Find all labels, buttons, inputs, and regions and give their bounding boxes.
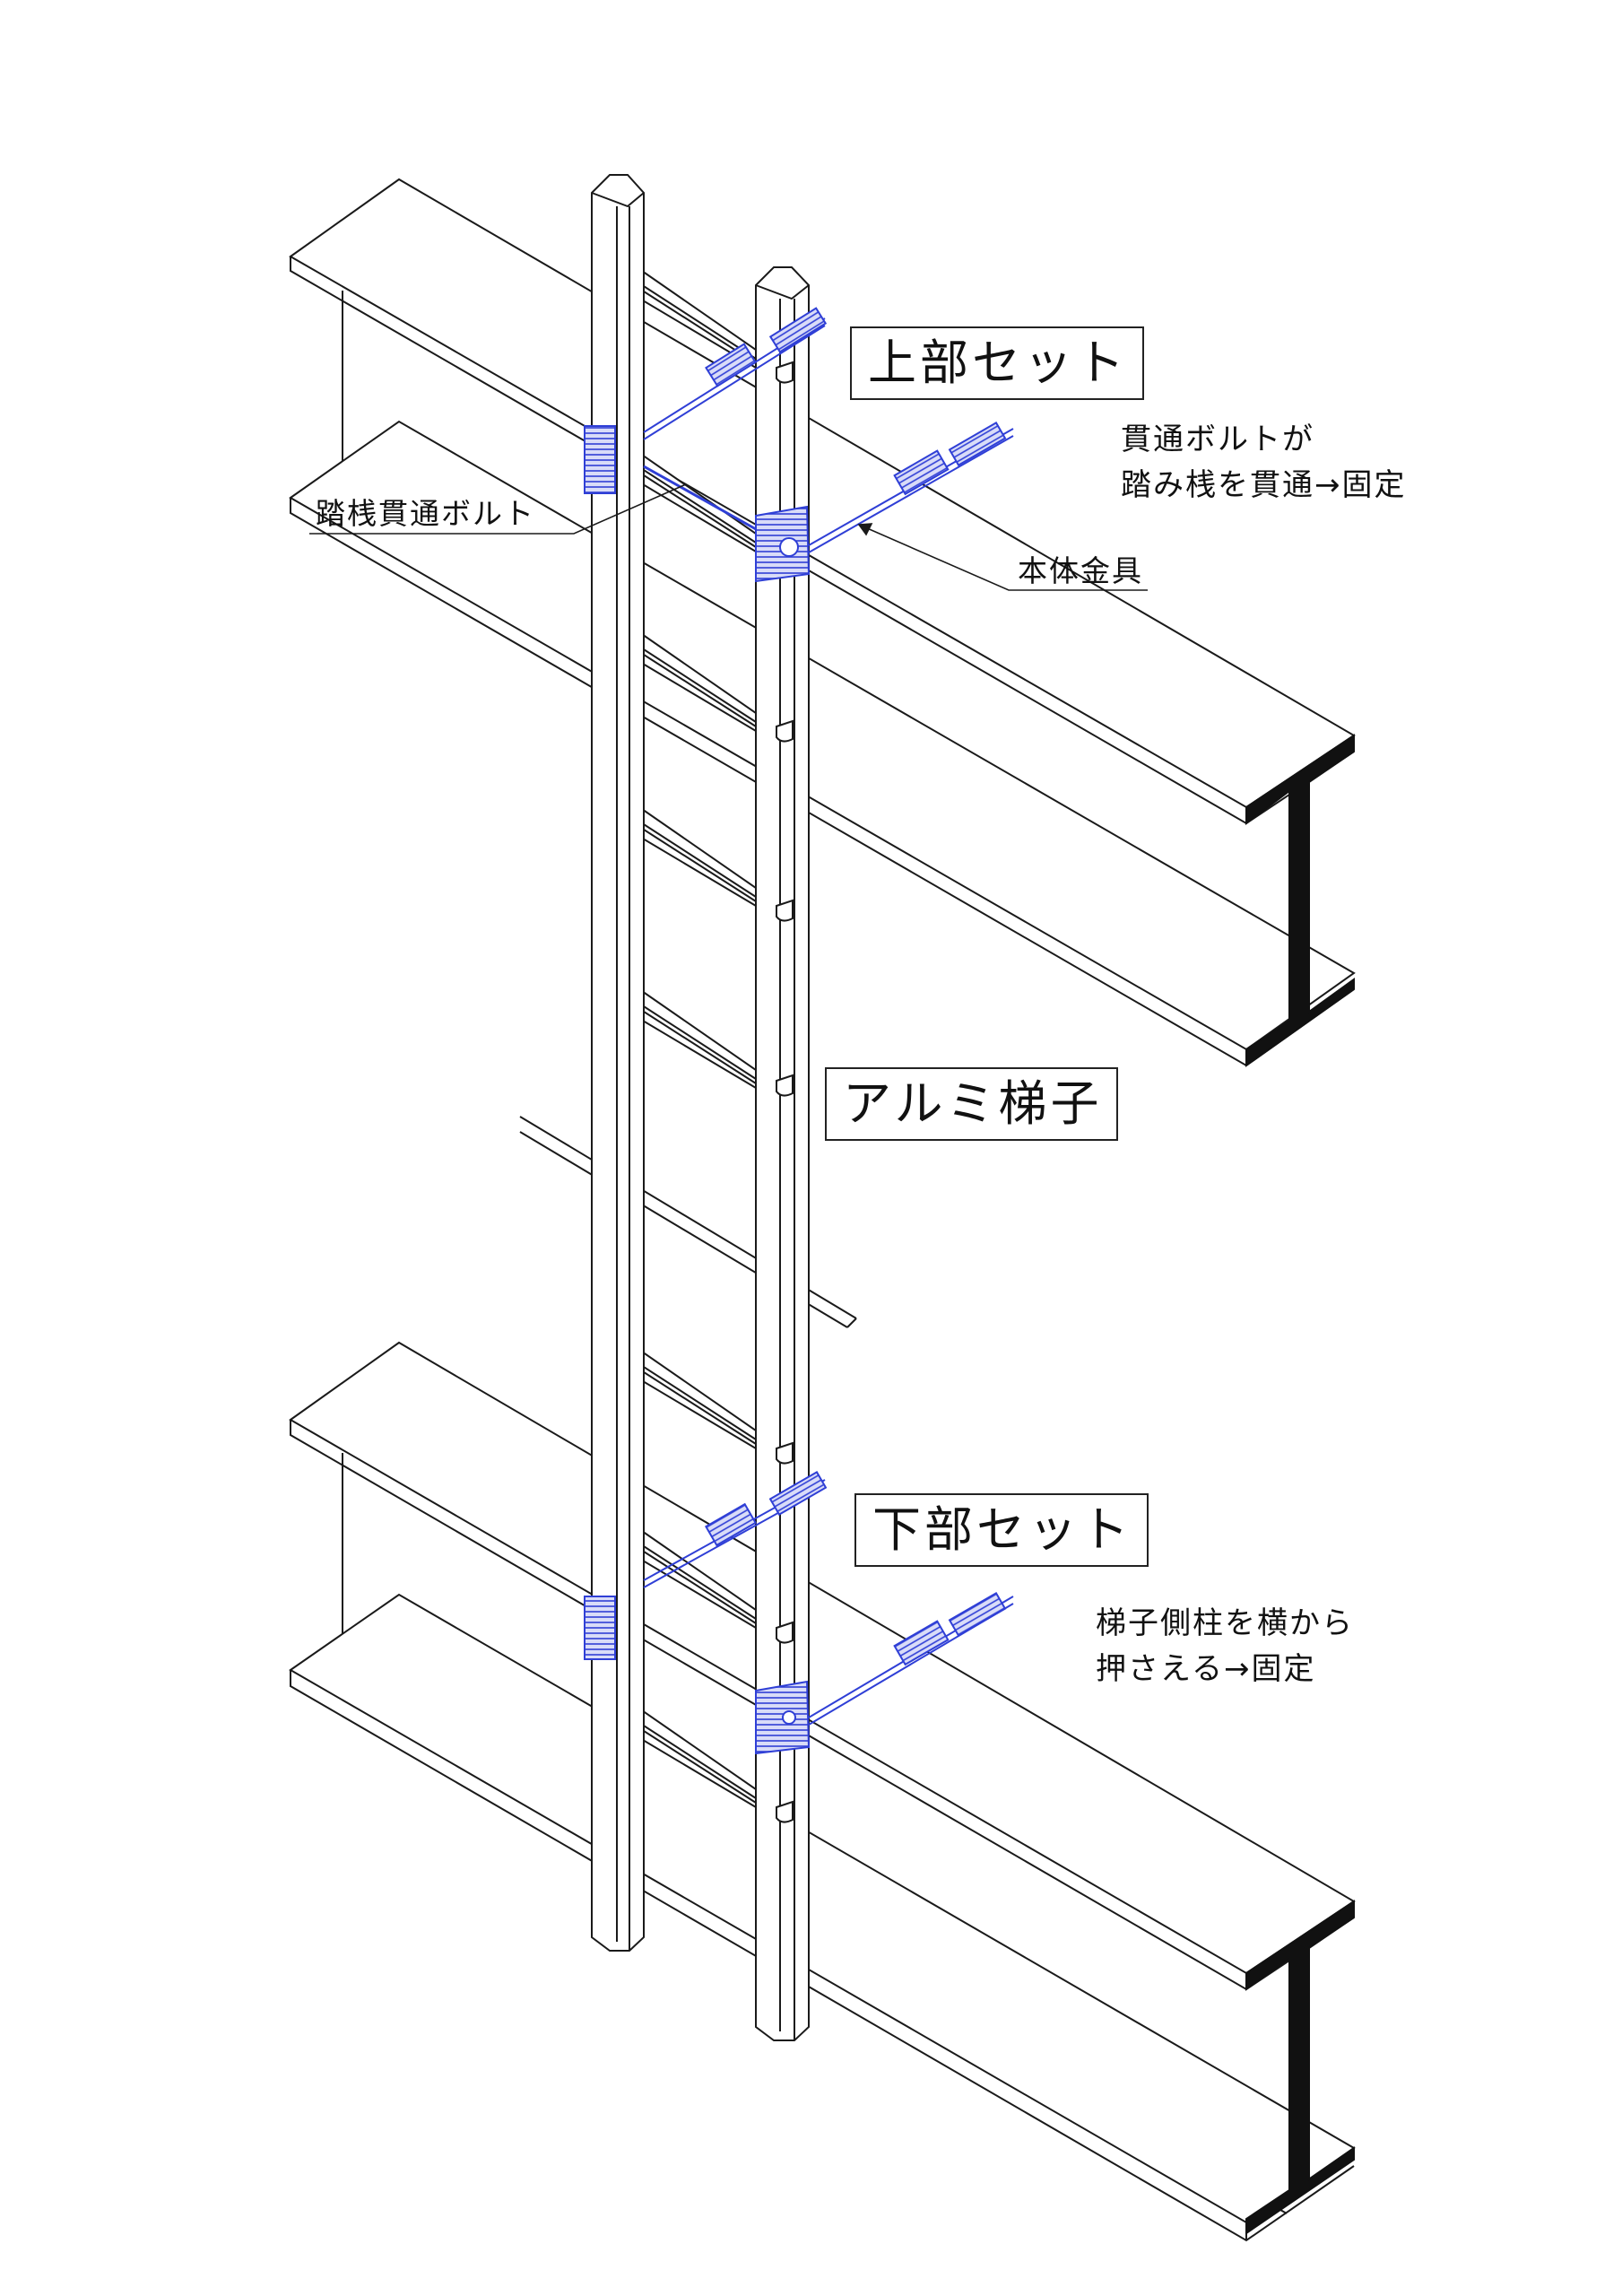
rung-bolt-label: 踏桟貫通ボルト <box>316 496 535 531</box>
lower-i-beam <box>289 1341 1356 2242</box>
rail-hole <box>776 899 794 922</box>
rail-hole <box>776 1074 794 1097</box>
rail-hole <box>776 719 794 743</box>
rail-hole <box>776 1800 794 1823</box>
rail-hole <box>776 361 794 384</box>
upper-set-note-line-1: 貫通ボルトが <box>1121 422 1314 457</box>
ladder-left-rail <box>591 174 645 1952</box>
aluminum-ladder-label: アルミ梯子 <box>825 1067 1119 1141</box>
upper-set-label: 上部セット <box>850 326 1144 400</box>
main-bracket-label: 本体金具 <box>1018 553 1143 588</box>
upper-i-beam <box>289 178 1356 1067</box>
lower-set-note-line-1: 梯子側柱を横から <box>1096 1605 1354 1641</box>
lower-set-hardware <box>584 1470 1014 1755</box>
lower-set-label: 下部セット <box>854 1493 1149 1567</box>
leader-lines <box>309 483 1148 591</box>
upper-set-note-line-2: 踏み桟を貫通→固定 <box>1121 467 1407 503</box>
rail-holes <box>776 361 794 1823</box>
lower-set-note-line-2: 押さえる→固定 <box>1096 1651 1316 1687</box>
rail-hole <box>776 1441 794 1465</box>
upper-set-note: 貫通ボルトが 踏み桟を貫通→固定 <box>1121 417 1407 509</box>
upper-set-hardware <box>584 307 1014 583</box>
lower-set-note: 梯子側柱を横から 押さえる→固定 <box>1096 1601 1354 1692</box>
rail-hole <box>776 1621 794 1644</box>
